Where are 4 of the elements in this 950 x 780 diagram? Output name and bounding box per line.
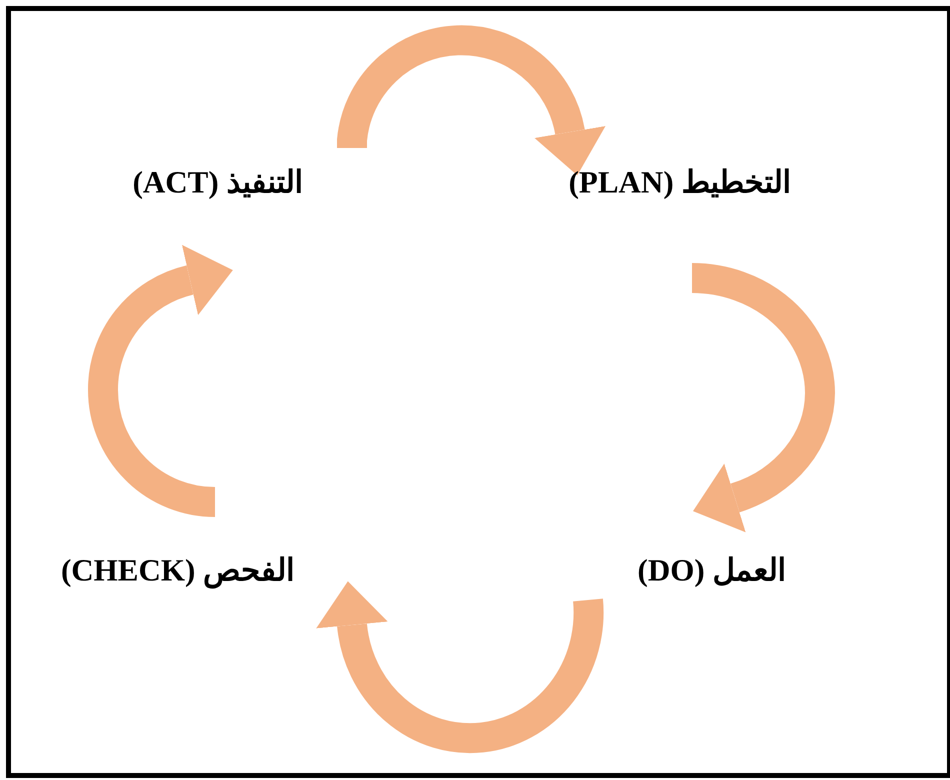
stage-label: العمل (DO) bbox=[638, 551, 786, 589]
stage-label: التنفيذ (ACT) bbox=[132, 163, 304, 201]
stage-label: التخطيط (PLAN) bbox=[568, 163, 792, 201]
stage-label: الفحص (CHECK) bbox=[60, 551, 296, 589]
